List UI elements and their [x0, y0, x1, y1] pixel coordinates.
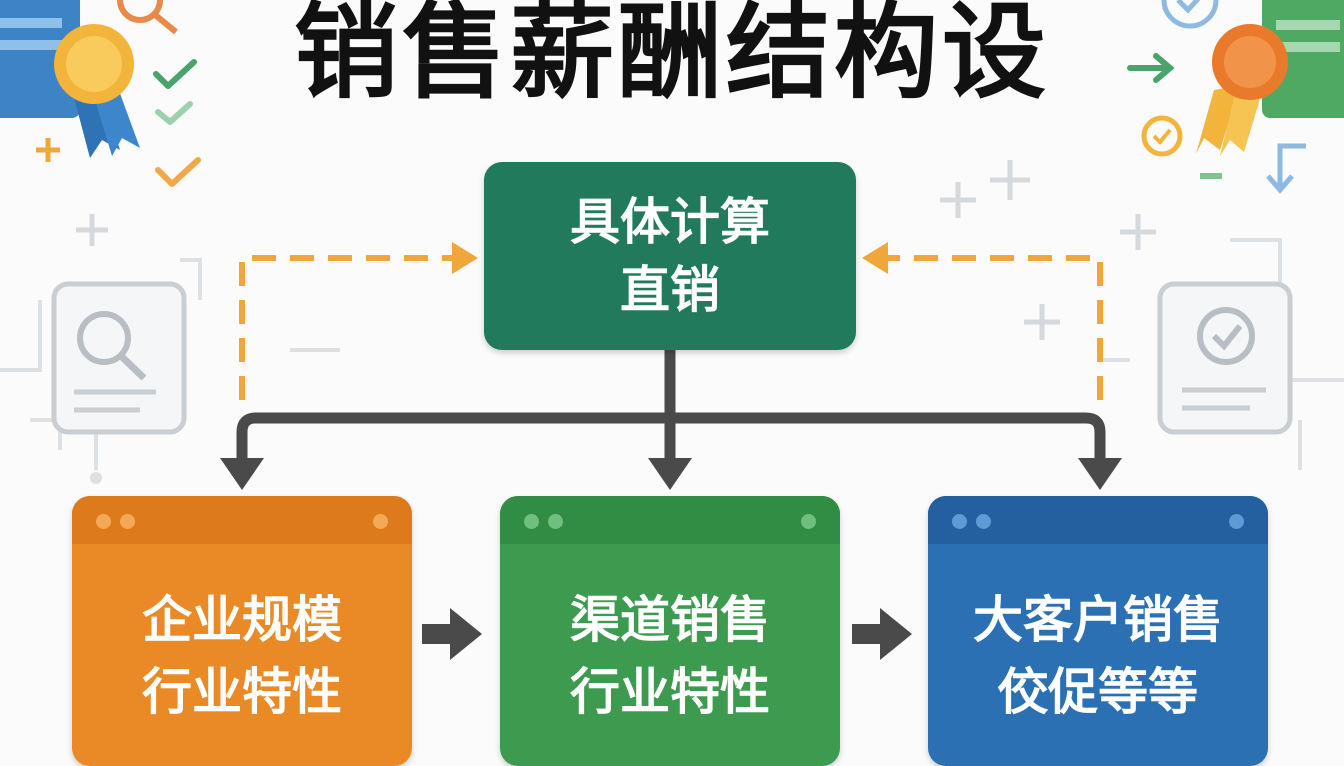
document-search-icon — [51, 281, 187, 435]
window-dot-icon — [524, 514, 539, 529]
folder-icon — [1262, 0, 1344, 118]
box-key-account-sales: 大客户销售 佼促等等 — [928, 496, 1268, 766]
window-dot-icon — [801, 514, 816, 529]
decorations — [0, 0, 1344, 484]
plus-sign-icon — [76, 160, 1156, 340]
checkmark-icon — [153, 59, 201, 187]
box-enterprise-scale: 企业规模 行业特性 — [72, 496, 412, 766]
flow-arrow-2 — [852, 608, 912, 660]
arrowhead-icon — [648, 458, 692, 490]
arrowhead-icon — [862, 242, 888, 274]
document-check-icon — [1157, 281, 1293, 435]
window-dot-icon — [373, 514, 388, 529]
circuit-node-icon — [90, 472, 102, 484]
window-title-bar — [928, 496, 1268, 544]
dashed-arrow-right — [888, 255, 1103, 400]
dashed-feedback-arrows — [239, 255, 1103, 400]
top-node-line-1: 具体计算 — [570, 193, 770, 251]
arrow-right-icon — [1127, 53, 1175, 83]
tree-connector — [236, 350, 1106, 462]
award-ribbon-icon — [1196, 24, 1288, 156]
plus-sign-icon — [36, 138, 60, 162]
window-dot-icon — [976, 514, 991, 529]
window-dot-icon — [952, 514, 967, 529]
top-node-specific-calculation: 具体计算 直销 — [484, 162, 856, 350]
box-1-line-2: 行业特性 — [142, 663, 342, 721]
window-title-bar — [72, 496, 412, 544]
page-title: 销售薪酬结构设 — [293, 0, 1050, 113]
dashed-arrow-left — [239, 255, 452, 400]
arrowhead-icon — [452, 242, 478, 274]
award-ribbon-icon — [54, 24, 140, 158]
folder-icon — [0, 0, 80, 118]
window-dot-icon — [96, 514, 111, 529]
window-dot-icon — [548, 514, 563, 529]
window-dot-icon — [1229, 514, 1244, 529]
check-circle-icon — [1141, 0, 1219, 157]
arrowhead-icon — [220, 458, 264, 490]
window-title-bar — [500, 496, 840, 544]
box-3-line-1: 大客户销售 — [973, 591, 1223, 649]
box-2-line-1: 渠道销售 — [570, 591, 770, 649]
box-1-line-1: 企业规模 — [142, 591, 342, 649]
diagram-canvas — [0, 0, 1344, 660]
box-3-line-2: 佼促等等 — [998, 663, 1198, 721]
magnifier-icon — [117, 0, 178, 35]
arrow-down-left-icon — [1266, 143, 1306, 194]
top-node-line-2: 直销 — [620, 261, 720, 319]
flow-arrow-1 — [422, 608, 482, 660]
window-dot-icon — [120, 514, 135, 529]
box-2-line-2: 行业特性 — [570, 663, 770, 721]
box-channel-sales: 渠道销售 行业特性 — [500, 496, 840, 766]
arrowhead-icon — [1078, 458, 1122, 490]
